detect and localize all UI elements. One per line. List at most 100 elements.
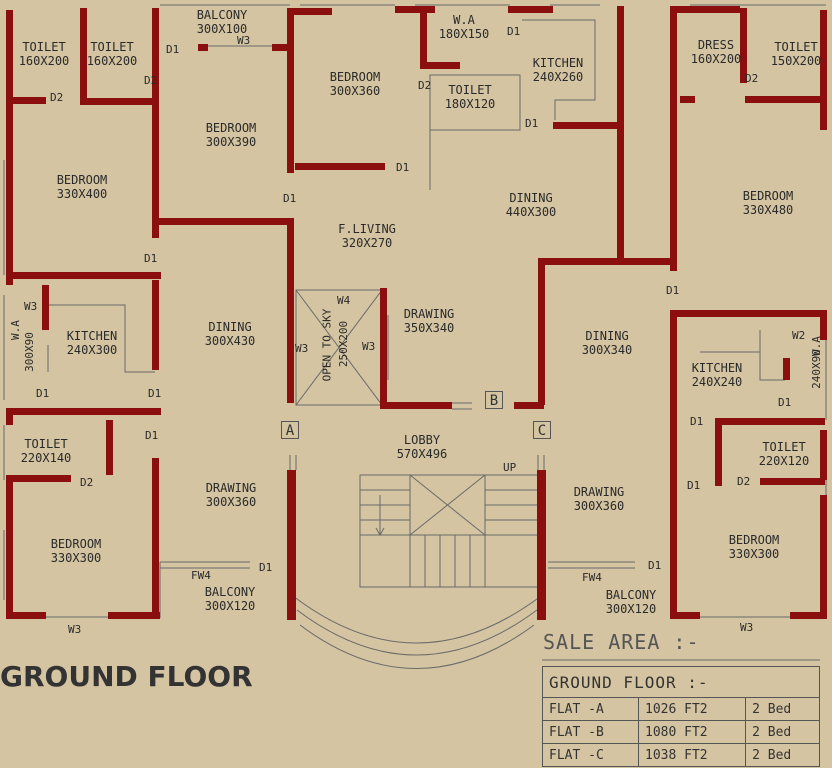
room-size: 160X200 (18, 54, 70, 68)
room-name: BEDROOM (205, 121, 257, 135)
opening-label: D2 (418, 79, 432, 92)
flat-name: FLAT -C (541, 743, 640, 767)
room-size: 300X120 (605, 602, 657, 616)
sale-area-title: SALE AREA :- (543, 630, 700, 654)
opening-label: D2 (144, 74, 158, 87)
vertical-label: 240X90 (809, 349, 823, 389)
vertical-label: W.A (8, 320, 22, 340)
room-size: 330X300 (728, 547, 780, 561)
room-name: DINING (509, 191, 553, 205)
opening-label: D1 (666, 284, 680, 297)
opening-label: W4 (337, 294, 351, 307)
marker-A: A (281, 421, 299, 439)
room-name: BEDROOM (56, 173, 108, 187)
opening-label: D2 (50, 91, 64, 104)
opening-label: D2 (80, 476, 94, 489)
room-size: 150X200 (770, 54, 822, 68)
vertical-label: OPEN TO SKY (319, 308, 333, 382)
marker-C: C (533, 421, 551, 439)
table-row: FLAT -C 1038 FT2 2 Bed (541, 743, 820, 767)
room-name: BALCONY (196, 8, 248, 22)
opening-label: FW4 (191, 569, 211, 582)
room-size: 330X300 (50, 551, 102, 565)
room-name: DRESS (697, 38, 735, 52)
room-size: 180X120 (444, 97, 496, 111)
opening-label: D1 (396, 161, 410, 174)
room-name: W.A (453, 13, 475, 27)
opening-label: D1 (648, 559, 662, 572)
walls (6, 6, 827, 620)
room-name: DINING (585, 329, 629, 343)
opening-label: W3 (237, 34, 251, 47)
opening-label: W3 (295, 342, 309, 355)
room-name: DRAWING (573, 485, 625, 499)
opening-label: D1 (259, 561, 273, 574)
room-name: TOILET (90, 40, 134, 54)
opening-label: UP (503, 461, 517, 474)
flat-area: 1026 FT2 (638, 697, 747, 721)
room-size: 160X200 (86, 54, 138, 68)
room-name: BALCONY (605, 588, 657, 602)
room-name: BEDROOM (728, 533, 780, 547)
opening-label: W3 (68, 623, 82, 636)
room-size: 180X150 (438, 27, 490, 41)
opening-label: D1 (507, 25, 521, 38)
room-size: 300X390 (205, 135, 257, 149)
opening-label: W3 (362, 340, 376, 353)
room-name: TOILET (24, 437, 68, 451)
room-size: 300X340 (581, 343, 633, 357)
opening-label: D1 (145, 429, 159, 442)
room-name: F.LIVING (338, 222, 396, 236)
room-size: 160X200 (690, 52, 742, 66)
room-name: KITCHEN (66, 329, 118, 343)
flat-beds: 2 Bed (745, 743, 820, 767)
room-size: 300X430 (204, 334, 256, 348)
room-size: 300X360 (205, 495, 257, 509)
opening-label: D2 (745, 72, 759, 85)
room-name: BEDROOM (742, 189, 794, 203)
flat-area: 1038 FT2 (638, 743, 747, 767)
opening-label: D1 (148, 387, 162, 400)
table-row: FLAT -B 1080 FT2 2 Bed (541, 720, 820, 744)
room-name: TOILET (448, 83, 492, 97)
room-size: 220X140 (20, 451, 72, 465)
room-size: 440X300 (505, 205, 557, 219)
ground-floor-title: GROUND FLOOR (0, 660, 253, 693)
opening-label: D1 (166, 43, 180, 56)
room-name: KITCHEN (691, 361, 743, 375)
vertical-label: 300X90 (22, 332, 36, 372)
room-size: 330X400 (56, 187, 108, 201)
sale-area-table: GROUND FLOOR :- FLAT -A 1026 FT2 2 Bed F… (541, 666, 820, 767)
room-name: BEDROOM (50, 537, 102, 551)
opening-label: D1 (283, 192, 297, 205)
flat-area: 1080 FT2 (638, 720, 747, 744)
flat-beds: 2 Bed (745, 697, 820, 721)
opening-label: D1 (687, 479, 701, 492)
room-size: 350X340 (403, 321, 455, 335)
room-name: TOILET (22, 40, 66, 54)
room-size: 300X120 (204, 599, 256, 613)
marker-B: B (485, 391, 503, 409)
